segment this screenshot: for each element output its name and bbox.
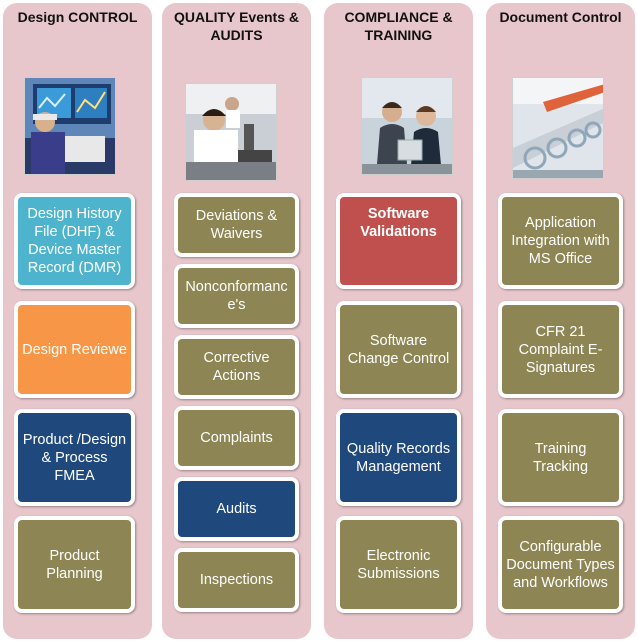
column-title: Document Control [499,9,622,25]
box-product-planning: Product Planning [14,516,135,613]
quality-events-audits-column: QUALITY Events & AUDITS Deviations & Wai… [162,3,311,639]
column-title: Design CONTROL [17,9,138,25]
business-people-photo [361,77,453,175]
box-complaints: Complaints [174,406,299,470]
box-deviations-waivers: Deviations & Waivers [174,193,299,257]
box-software-change-control: Software Change Control [336,301,461,398]
production-line-photo [512,77,604,179]
box-corrective-actions: Corrective Actions [174,335,299,399]
compliance-training-column: COMPLIANCE & TRAINING Software Validatio… [324,3,473,639]
box-product-design-process-fmea: Product /Design & Process FMEA [14,409,135,506]
box-electronic-submissions: Electronic Submissions [336,516,461,613]
box-training-tracking: Training Tracking [498,409,623,506]
box-software-validations: Software Validations [336,193,461,289]
engineer-photo [24,77,116,175]
box-nonconformances: Nonconformanc e's [174,264,299,328]
box-application-integration: Application Integration with MS Office [498,193,623,289]
lab-technician-photo [185,83,277,181]
box-audits: Audits [174,477,299,541]
box-cfr21-e-signatures: CFR 21 Complaint E-Signatures [498,301,623,398]
column-title: QUALITY Events & AUDITS [174,9,299,43]
box-configurable-document-types: Configurable Document Types and Workflow… [498,516,623,613]
box-design-history-file: Design History File (DHF) & Device Maste… [14,193,135,289]
column-title: COMPLIANCE & TRAINING [344,9,453,43]
box-inspections: Inspections [174,548,299,612]
box-quality-records-management: Quality Records Management [336,409,461,506]
design-control-column: Design CONTROL Design History File (DHF)… [3,3,152,639]
box-design-review: Design Reviewe [14,301,135,398]
document-control-column: Document Control Application Integration… [486,3,635,639]
